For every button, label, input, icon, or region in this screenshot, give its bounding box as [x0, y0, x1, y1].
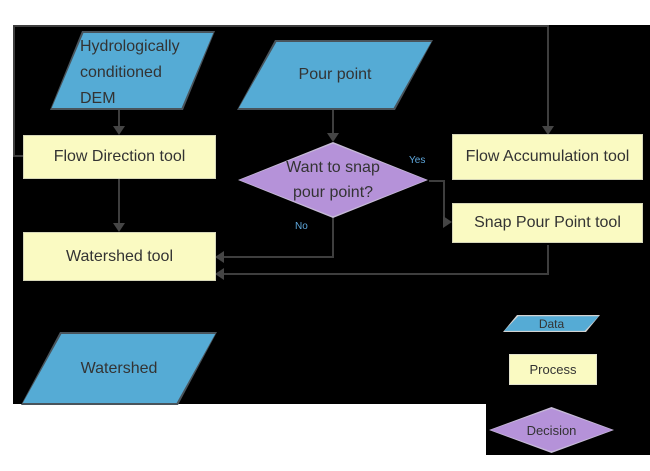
arrowhead-no-into-watershed-tool [215, 251, 224, 263]
node-snap-pour-point-tool: Snap Pour Point tool [452, 203, 643, 243]
arrowhead-into-flow-accumulation [542, 126, 554, 135]
node-watershed-tool-label: Watershed tool [65, 247, 173, 265]
edge-yes-vertical [443, 180, 445, 223]
node-dem-line3: DEM [80, 90, 116, 107]
node-flow-accumulation-label: Flow Accumulation tool [465, 148, 630, 165]
node-dem: Hydrologically conditioned DEM [50, 31, 215, 110]
node-flow-direction-tool: Flow Direction tool [23, 135, 216, 179]
edge-fd-to-fa-stub [13, 155, 25, 157]
arrowhead-into-flow-direction [113, 126, 125, 135]
node-snap-pour-point-label: Snap Pour Point tool [474, 214, 621, 231]
node-flow-direction-label: Flow Direction tool [53, 148, 186, 165]
node-watershed-label: Watershed [80, 359, 158, 377]
edge-label-no: No [295, 221, 308, 232]
node-watershed: Watershed [21, 332, 217, 405]
arrowhead-spp-into-watershed-tool [215, 268, 224, 280]
node-watershed-tool: Watershed tool [23, 232, 216, 281]
node-decision-line2: pour point? [292, 184, 374, 201]
edge-fd-to-fa-left-vertical [13, 25, 15, 157]
node-dem-line2: conditioned [80, 64, 162, 81]
node-pour-point: Pour point [237, 40, 433, 110]
edge-fd-to-fa-top-rail [13, 25, 549, 27]
legend-process-label: Process [529, 362, 577, 377]
edge-label-yes: Yes [409, 155, 426, 166]
arrowhead-into-watershed-tool-top [113, 223, 125, 232]
edge-fd-to-watershed-tool [118, 179, 120, 224]
edge-no-horizontal [224, 256, 334, 258]
arrowhead-into-snap-pour-point [443, 216, 452, 228]
node-pour-point-label: Pour point [298, 66, 372, 83]
node-dem-line1: Hydrologically [80, 38, 180, 55]
arrowhead-into-decision [327, 133, 339, 142]
edge-no-vertical [332, 217, 334, 257]
edge-yes-horizontal [429, 180, 445, 182]
legend-data-shape: Data [503, 315, 600, 332]
edge-pp-to-decision [332, 110, 334, 134]
node-flow-accumulation-tool: Flow Accumulation tool [452, 134, 643, 180]
legend-data-label: Data [538, 316, 565, 331]
node-decision-line1: Want to snap [286, 159, 380, 176]
edge-spp-horizontal [224, 273, 549, 275]
edge-dem-to-fd [118, 110, 120, 127]
legend-process-shape: Process [509, 354, 597, 385]
edge-fd-to-fa-right-vertical [547, 25, 549, 126]
legend-decision-label: Decision [526, 422, 577, 438]
edge-spp-vertical [547, 245, 549, 275]
